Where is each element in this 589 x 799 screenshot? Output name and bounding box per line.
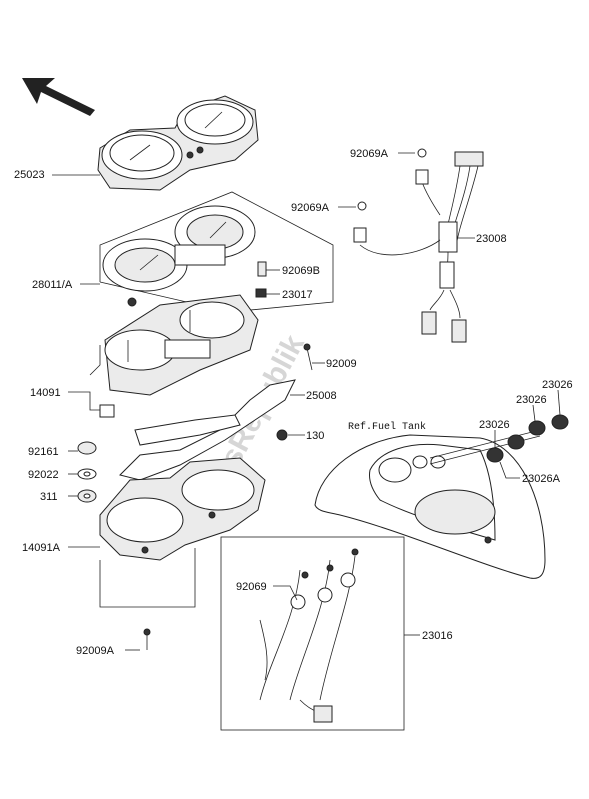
direction-arrow-icon [22, 78, 95, 116]
ref-fuel-tank: Ref.Fuel Tank [348, 421, 426, 433]
meter-assembly-box [99, 191, 334, 313]
part-labels: 25023 28011/A 92069B 23017 14091 92009 2… [14, 148, 573, 657]
label-92069A-top: 92069A [350, 148, 389, 160]
bracket-25008 [119, 379, 296, 481]
bulb-sockets-23026 [486, 414, 569, 463]
label-14091: 14091 [30, 387, 61, 399]
label-23026-a: 23026 [479, 419, 510, 431]
label-92069: 92069 [236, 581, 267, 593]
label-23026-b: 23026 [516, 394, 547, 406]
label-23016: 23016 [422, 630, 453, 642]
label-23026A: 23026A [522, 473, 561, 485]
grommet-parts [77, 441, 97, 503]
lower-cover-14091A [99, 457, 266, 561]
label-92009: 92009 [326, 358, 357, 370]
label-92069B: 92069B [282, 265, 320, 277]
label-23017: 23017 [282, 289, 313, 301]
label-311: 311 [40, 491, 58, 503]
label-92161: 92161 [28, 446, 59, 458]
label-14091A: 14091A [22, 542, 61, 554]
label-92009A: 92009A [76, 645, 115, 657]
harness-23016-box [220, 536, 405, 731]
fuel-tank-dash [314, 429, 546, 579]
label-23026-c: 23026 [542, 379, 573, 391]
label-130: 130 [306, 430, 324, 442]
label-23008: 23008 [476, 233, 507, 245]
meter-case-14091 [99, 294, 259, 418]
leader-lines [52, 152, 561, 651]
harness-23008 [353, 148, 484, 343]
label-92022: 92022 [28, 469, 59, 481]
label-92069A-mid: 92069A [291, 202, 330, 214]
label-28011A: 28011/A [32, 279, 73, 291]
label-25008: 25008 [306, 390, 337, 402]
screws [143, 343, 313, 650]
label-25023: 25023 [14, 169, 45, 181]
meter-cover-25023 [97, 95, 259, 191]
